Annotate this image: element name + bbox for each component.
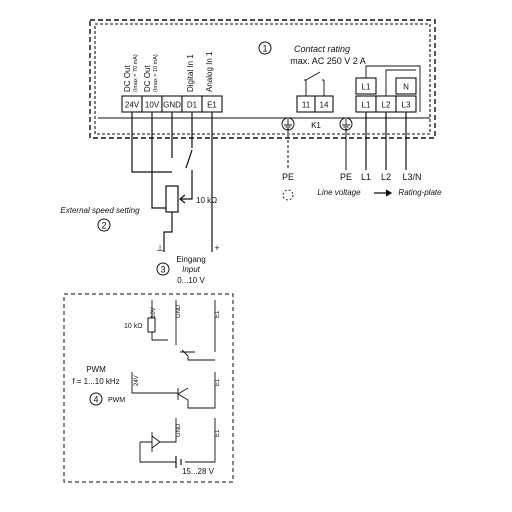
marker-3: 3	[160, 265, 165, 275]
opt-c-battery	[175, 456, 182, 468]
ground-symbol-1	[281, 117, 295, 131]
opt-c-e1: E1	[215, 429, 221, 437]
potentiometer-wiper	[179, 172, 193, 204]
marker-4-circle	[89, 392, 103, 406]
relay-contact	[304, 71, 325, 96]
pwm-freq-label: f = 1...10 kHz	[72, 377, 119, 386]
terminal-d1-label: D1	[187, 101, 198, 110]
terminal-11-label: 11	[302, 101, 311, 110]
pwm-label: PWM	[86, 365, 106, 374]
l1-label: L1	[361, 172, 371, 182]
opt-c-voltage: 15...28 V	[182, 467, 215, 476]
relay-k1-label: K1	[311, 121, 321, 130]
opt-a-10v: 10V	[151, 307, 157, 318]
contact-rating-label: Contact rating	[294, 44, 350, 54]
terminal-e1-label: E1	[207, 101, 217, 110]
terminal-l3-label: L3	[402, 101, 411, 110]
opt-a-res-label: 10 kΩ	[124, 323, 142, 330]
opt-a-wiring	[151, 300, 216, 361]
opt-b-e1: E1	[215, 378, 221, 386]
opt-a-e1: E1	[215, 310, 221, 318]
wire-24v	[131, 112, 172, 173]
device-inner-border	[94, 23, 431, 135]
input-label: Input	[182, 265, 201, 274]
wire-d1-switch	[185, 112, 193, 172]
marker-1: 1	[262, 44, 267, 54]
pwm-small-label: PWM	[108, 397, 125, 404]
terminal-10v-label: 10V	[145, 101, 160, 110]
input-minus: ⊥	[156, 243, 164, 253]
dc-out-1-sub: (Imax = 70 mA)	[133, 54, 139, 92]
opt-a-resistor	[147, 317, 156, 333]
terminal-upper-l1-label: L1	[362, 83, 371, 92]
l2-label: L2	[381, 172, 391, 182]
digital-in-label: Digital In 1	[186, 54, 195, 92]
terminal-24v-label: 24V	[125, 101, 140, 110]
pe-1-label: PE	[282, 172, 294, 182]
l3n-label: L3/N	[402, 172, 421, 182]
eingang-label: Eingang	[176, 255, 205, 264]
input-plus: +	[214, 243, 219, 253]
external-speed-label: External speed setting	[60, 206, 140, 215]
options-dashed-box	[63, 293, 234, 483]
marker-2-circle	[97, 218, 111, 232]
opt-a-gnd: GND	[176, 304, 182, 318]
input-range-label: 0...10 V	[177, 276, 205, 285]
mains-internal-wiring	[365, 65, 421, 112]
dc-out-2-label: DC Out	[143, 65, 152, 92]
terminal-upper-n	[395, 77, 417, 95]
pe-2-label: PE	[340, 172, 352, 182]
marker-4: 4	[93, 395, 98, 405]
dc-out-1-label: DC Out	[123, 65, 132, 92]
opt-b-wiring	[131, 372, 216, 409]
ground-symbol-2	[339, 117, 353, 131]
potentiometer	[165, 185, 179, 213]
terminal-14-label: 14	[320, 101, 329, 110]
pot-value-label: 10 kΩ	[196, 196, 217, 205]
device-enclosure	[89, 19, 436, 139]
dc-out-2-sub: (Imax = 10 mA)	[153, 54, 159, 92]
opt-b-24v: 24V	[134, 375, 140, 386]
marker-2: 2	[101, 221, 106, 231]
marker-3-circle	[156, 262, 170, 276]
terminal-l1-label: L1	[362, 101, 371, 110]
pe-dashed-circle	[282, 189, 294, 201]
rating-plate-label: Rating-plate	[398, 188, 442, 197]
arrow-to-rating-plate	[374, 189, 393, 197]
line-voltage-label: Line voltage	[317, 188, 361, 197]
wire-10v	[151, 112, 172, 209]
contact-rating-value: max. AC 250 V 2 A	[290, 56, 366, 66]
pot-to-input	[163, 212, 173, 252]
terminal-upper-n-label: N	[403, 83, 409, 92]
analog-in-label: Analog In 1	[205, 51, 214, 92]
opt-c-gnd: GND	[176, 423, 182, 437]
marker-1-circle	[258, 41, 272, 55]
terminal-gnd-label: GND	[163, 101, 181, 110]
terminal-l2-label: L2	[382, 101, 391, 110]
opt-c-wiring	[139, 418, 216, 463]
